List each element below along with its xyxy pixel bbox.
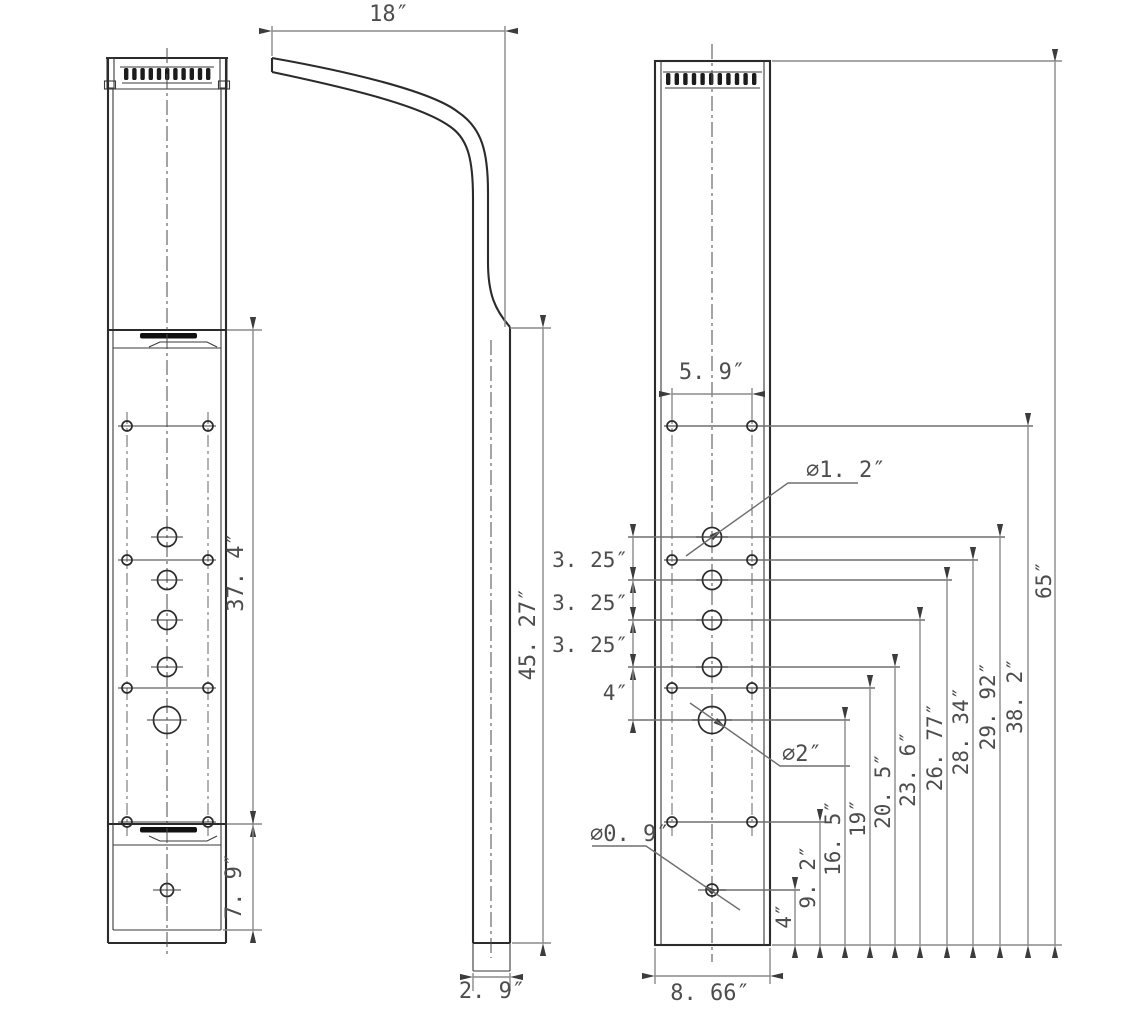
front-centerlines — [126, 48, 209, 958]
front-view: 37. 4″ 7. 9″ — [103, 48, 262, 958]
back-view: 5. 9″ 3. 25″ 3. 25″ 3. 25″ 4″ ∅1. 2″ ∅2″… — [552, 44, 1062, 1006]
dim-label-8-66: 8. 66″ — [670, 981, 749, 1006]
dim-label-dia-2: ∅2″ — [782, 742, 822, 767]
dim-label-65: 65″ — [1032, 561, 1056, 599]
back-dim-5-9: 5. 9″ — [659, 360, 765, 419]
dim-label-28-34: 28. 34″ — [949, 687, 973, 776]
dim-label-7-9: 7. 9″ — [222, 853, 247, 919]
side-dimensions: 18″ 45. 27″ 2. 9″ — [259, 2, 551, 1004]
dim-label-38-2: 38. 2″ — [1003, 658, 1027, 734]
dim-label-18: 18″ — [369, 2, 409, 27]
dim-label-dia-0-9: ∅0. 9″ — [590, 822, 669, 847]
front-shower-nozzle-strip-icon — [120, 66, 214, 84]
dim-label-29-92: 29. 92″ — [976, 662, 1000, 751]
back-diameter-leaders: ∅1. 2″ ∅2″ ∅0. 9″ — [590, 458, 885, 911]
dim-label-23-6: 23. 6″ — [896, 731, 920, 807]
back-view-outline — [653, 59, 772, 947]
front-holes — [118, 420, 216, 904]
dim-label-26-77: 26. 77″ — [923, 703, 947, 792]
dim-label-2-9: 2. 9″ — [459, 979, 525, 1004]
side-view-outline — [270, 56, 512, 972]
dim-label-gap1: 3. 25″ — [552, 548, 628, 572]
dim-label-4: 4″ — [772, 903, 796, 928]
back-height-dimension-stack: 4″ 9. 2″ 16. 5″ 19″ 20. 5″ 23. 6″ 26. 77… — [772, 49, 1059, 958]
front-mounting-brackets — [140, 333, 218, 842]
dim-label-20-5: 20. 5″ — [871, 753, 895, 829]
side-view: 18″ 45. 27″ 2. 9″ — [259, 2, 551, 1004]
back-jet-spacing-chain: 3. 25″ 3. 25″ 3. 25″ 4″ — [552, 524, 637, 733]
dim-label-19: 19″ — [846, 799, 870, 837]
front-dimensions: 37. 4″ 7. 9″ — [222, 317, 262, 943]
dim-label-45-27: 45. 27″ — [516, 588, 541, 681]
back-dim-8-66: 8. 66″ — [642, 948, 783, 1006]
back-centerlines — [671, 44, 753, 962]
dim-label-9-2: 9. 2″ — [796, 845, 820, 908]
dim-label-5-9: 5. 9″ — [679, 360, 745, 385]
dim-label-37-4: 37. 4″ — [224, 532, 249, 611]
back-extension-lines — [628, 60, 1062, 946]
dim-label-gap3: 3. 25″ — [552, 633, 628, 657]
dim-label-dia-1-2: ∅1. 2″ — [806, 458, 885, 483]
dim-label-16-5: 16. 5″ — [821, 800, 845, 876]
dim-label-gap2: 3. 25″ — [552, 591, 628, 615]
dim-label-gap4: 4″ — [603, 681, 628, 705]
back-holes — [666, 420, 758, 897]
